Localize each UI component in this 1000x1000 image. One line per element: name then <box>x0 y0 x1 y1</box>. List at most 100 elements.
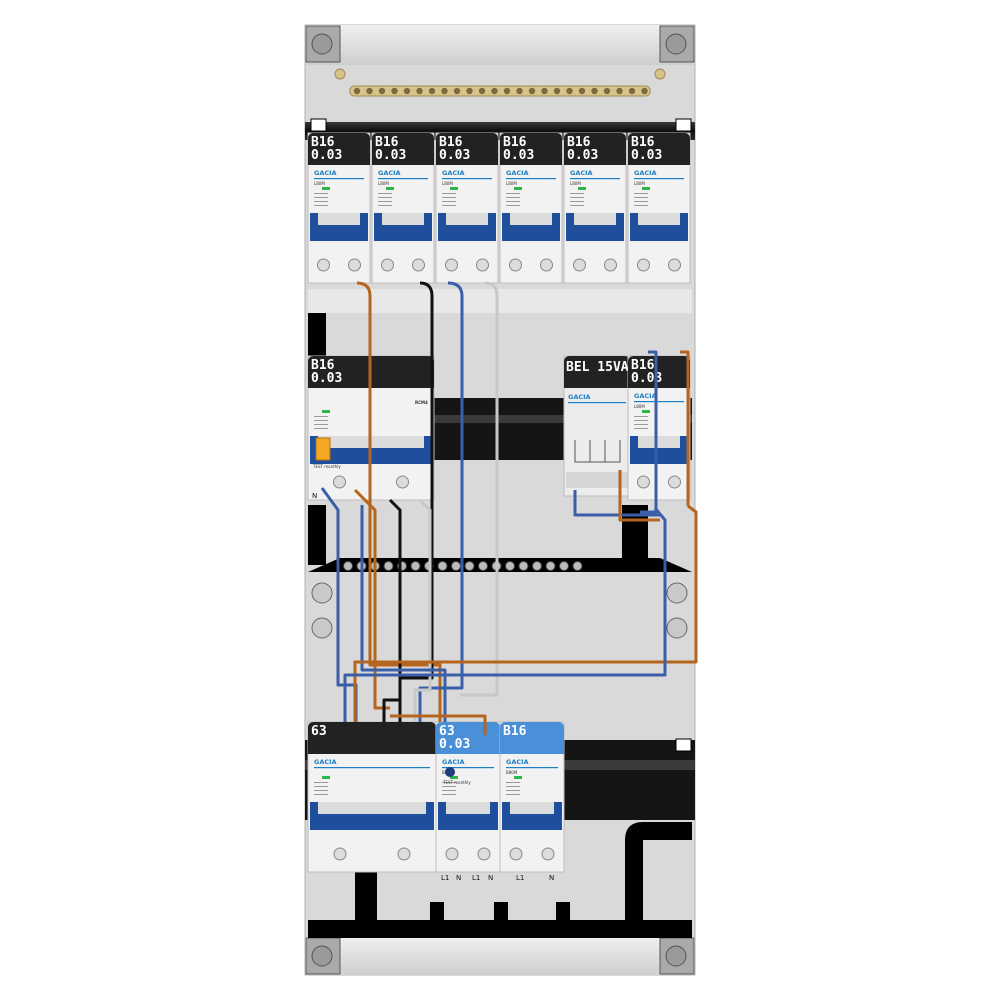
terminal-screw <box>668 258 681 272</box>
breaker-rating: B16 <box>503 724 527 739</box>
spec-line <box>570 193 584 194</box>
status-indicator <box>642 187 650 190</box>
neutral-screw <box>410 561 421 571</box>
terminal-screw <box>397 847 411 861</box>
breaker-sensitivity: 0.03 <box>567 148 598 163</box>
transformer-schematic <box>574 440 621 463</box>
breaker-brand: GACIA <box>314 169 337 177</box>
breaker-rating: B16 <box>375 135 399 150</box>
rcbo-test-label: TEST monthly <box>312 464 341 469</box>
top-cover <box>305 25 695 65</box>
spec-line <box>506 782 520 783</box>
terminal-label: N <box>456 874 461 882</box>
spec-line <box>634 428 648 429</box>
spec-line <box>442 790 456 791</box>
terminal-screw <box>476 258 489 272</box>
breaker-sensitivity: 0.03 <box>375 148 406 163</box>
spec-line <box>314 782 328 783</box>
busbar-strip <box>349 85 651 97</box>
busbar-pin <box>403 87 411 95</box>
status-indicator <box>642 410 650 413</box>
status-indicator <box>386 187 394 190</box>
busbar-pin <box>641 87 648 95</box>
wire-brown-5 <box>618 470 660 522</box>
spec-line <box>442 193 456 194</box>
breaker-label-head <box>628 356 690 388</box>
spec-line <box>442 205 456 206</box>
spec-line <box>314 420 328 421</box>
transformer-brand: GACIA <box>568 393 591 401</box>
test-button[interactable] <box>445 767 455 777</box>
breaker-label-head <box>436 133 498 165</box>
spec-line <box>314 786 328 787</box>
spec-line <box>506 205 520 206</box>
handle-window <box>510 213 552 225</box>
breaker-model: L80M <box>314 181 325 186</box>
wire-blue-5 <box>640 350 658 514</box>
breaker-label-head <box>564 133 626 165</box>
terminal-screw <box>668 475 681 489</box>
breaker-rating: B16 <box>631 358 655 373</box>
busbar-pin <box>591 87 598 95</box>
wire-blue-1 <box>418 281 464 722</box>
busbar-pin <box>516 87 523 95</box>
rcbo-model: RCM4 <box>415 400 428 405</box>
busbar-pin <box>553 87 561 95</box>
brand-rule <box>378 178 428 180</box>
breaker-rating: B16 <box>311 135 335 150</box>
spec-line <box>634 424 648 425</box>
busbar-pin <box>416 87 423 95</box>
spec-line <box>314 416 328 417</box>
breaker-rating: 63 <box>439 724 455 739</box>
terminal-screw <box>317 258 330 272</box>
brand-rule <box>442 767 494 769</box>
spec-line <box>378 201 392 202</box>
spec-line <box>314 193 328 194</box>
terminal-screw <box>637 475 650 489</box>
breaker-model: B80M <box>506 770 518 775</box>
status-indicator <box>322 410 330 413</box>
spec-line <box>442 794 456 795</box>
test-button[interactable] <box>315 437 331 461</box>
brand-rule <box>634 178 684 180</box>
neutral-screw <box>545 561 556 571</box>
breaker-label-head <box>500 133 562 165</box>
neutral-screw <box>505 561 515 571</box>
spec-line <box>570 201 584 202</box>
brand-rule <box>442 178 492 180</box>
terminal-screw <box>412 258 425 272</box>
breaker-sensitivity: 0.03 <box>439 148 470 163</box>
busbar-pin <box>503 87 511 95</box>
spec-line <box>570 197 584 198</box>
breaker-brand: GACIA <box>506 169 529 177</box>
breaker-brand: GACIA <box>314 758 337 766</box>
handle-window <box>446 802 490 814</box>
neutral-screw <box>478 561 488 571</box>
busbar-pin <box>491 87 498 95</box>
wire-blue-4 <box>343 507 667 722</box>
breaker-module[interactable]: 630.03GACIAB80RTEST monthly <box>435 721 501 873</box>
rcd-test-label: TEST monthly <box>442 780 471 785</box>
wire-brown-6 <box>390 714 487 735</box>
wire-grey-1 <box>460 281 499 697</box>
terminal-screw <box>604 258 617 272</box>
spec-line <box>314 790 328 791</box>
busbar-pin <box>453 87 461 95</box>
breaker-sensitivity: 0.03 <box>631 371 662 386</box>
brand-rule <box>634 401 684 403</box>
busbar-pin <box>428 87 436 95</box>
brand-rule <box>570 178 620 180</box>
spec-line <box>634 201 648 202</box>
brand-rule <box>506 767 558 769</box>
